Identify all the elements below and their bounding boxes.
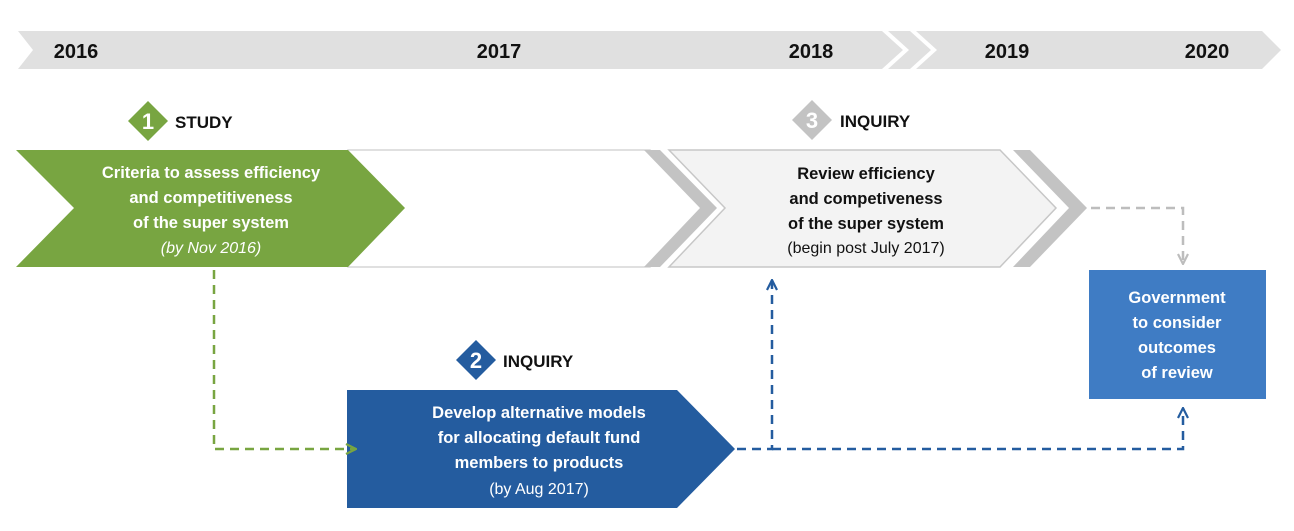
phase-1-arrow-shape	[16, 150, 405, 267]
government-box: Government to consider outcomes of revie…	[1089, 270, 1266, 399]
inquiry-to-government-connector	[772, 408, 1183, 451]
timeline-band: 2016 2017 2018 2019 2020	[18, 31, 1281, 69]
phase-2-label: INQUIRY	[503, 352, 574, 371]
phase-3-diamond	[792, 100, 832, 140]
phase-3-date: (begin post July 2017)	[787, 240, 944, 257]
phase-1-label: STUDY	[175, 113, 233, 132]
year-2017: 2017	[477, 41, 522, 63]
year-2019: 2019	[985, 41, 1030, 63]
phase-2-line-1: Develop alternative models	[432, 404, 646, 422]
government-line-2: to consider	[1133, 314, 1223, 332]
phase-3-line-2: and competiveness	[789, 190, 942, 208]
phase-3-line-3: of the super system	[788, 215, 944, 233]
government-box-shape	[1089, 270, 1266, 399]
phase-3-label: INQUIRY	[840, 112, 911, 131]
phase-1-study-arrow: Criteria to assess efficiency and compet…	[16, 150, 405, 267]
study-to-inquiry-connector	[212, 270, 356, 449]
gray-chevron-1	[644, 150, 717, 267]
phase-2-badge: 2 INQUIRY	[456, 340, 574, 380]
government-line-4: of review	[1141, 364, 1213, 382]
phase-2-arrow-shape	[347, 390, 735, 508]
phase-1-line-3: of the super system	[133, 214, 289, 232]
phase-2-inquiry-arrow: Develop alternative models for allocatin…	[347, 390, 735, 508]
phase-1-line-2: and competitiveness	[129, 189, 292, 207]
year-2016: 2016	[54, 41, 99, 63]
government-line-1: Government	[1128, 289, 1226, 307]
phase-3-number: 3	[806, 108, 818, 133]
inquiry-to-review-connector	[737, 280, 772, 451]
timeline-band-chevron	[888, 31, 931, 69]
phase-1-diamond	[128, 101, 168, 141]
phase-3-arrow-shape	[667, 149, 1058, 268]
phase-1-line-1: Criteria to assess efficiency	[102, 164, 321, 182]
phase-2-diamond	[456, 340, 496, 380]
phase-2-number: 2	[470, 348, 482, 373]
phase-1-date: (by Nov 2016)	[161, 240, 262, 257]
timeline-band-segment-1	[18, 31, 903, 69]
year-2020: 2020	[1185, 41, 1230, 63]
year-2018: 2018	[789, 41, 834, 63]
gray-chevron-2	[1013, 150, 1087, 267]
phase-3-review-arrow: Review efficiency and competiveness of t…	[667, 149, 1058, 268]
phase-1-badge: 1 STUDY	[128, 101, 233, 141]
phase-2-date: (by Aug 2017)	[489, 481, 589, 498]
phase-2-line-2: for allocating default fund	[438, 429, 641, 447]
government-line-3: outcomes	[1138, 339, 1216, 357]
review-to-government-connector	[1091, 206, 1183, 264]
phase-1-number: 1	[142, 109, 154, 134]
phase-2-line-3: members to products	[455, 454, 624, 472]
phase-3-badge: 3 INQUIRY	[792, 100, 911, 140]
timeline-band-segment-2	[916, 31, 1281, 69]
phase-3-line-1: Review efficiency	[797, 165, 935, 183]
